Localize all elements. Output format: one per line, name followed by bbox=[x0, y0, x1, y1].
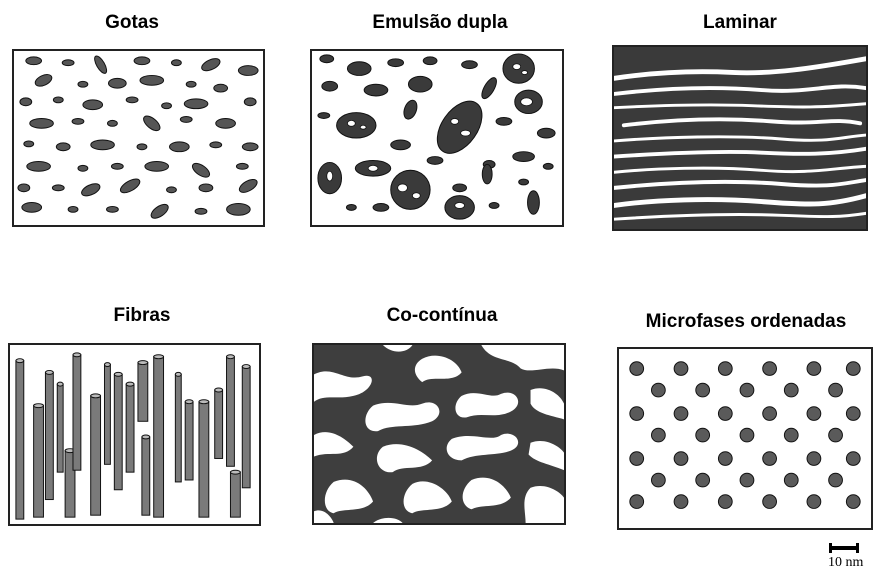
scale-bar-line bbox=[829, 546, 859, 550]
title-microfases-ordenadas: Microfases ordenadas bbox=[612, 311, 880, 333]
fibras-cylinders bbox=[10, 345, 259, 524]
co-continua-network bbox=[314, 345, 564, 523]
title-fibras: Fibras bbox=[72, 305, 212, 327]
panel-laminar bbox=[612, 45, 868, 231]
title-gotas: Gotas bbox=[62, 12, 202, 34]
title-laminar: Laminar bbox=[680, 12, 800, 34]
emulsao-droplets bbox=[312, 51, 562, 225]
scale-bar-label: 10 nm bbox=[828, 555, 863, 571]
gotas-droplets bbox=[14, 51, 263, 225]
scale-bar: 10 nm bbox=[826, 541, 866, 571]
panel-emulsao-dupla bbox=[310, 49, 564, 227]
title-emulsao-dupla: Emulsão dupla bbox=[340, 12, 540, 34]
panel-gotas bbox=[12, 49, 265, 227]
panel-co-continua bbox=[312, 343, 566, 525]
laminar-layers bbox=[614, 47, 866, 229]
panel-microfases-ordenadas bbox=[617, 347, 873, 530]
title-co-continua: Co-contínua bbox=[352, 305, 532, 327]
panel-fibras bbox=[8, 343, 261, 526]
microfases-spheres bbox=[619, 349, 871, 528]
